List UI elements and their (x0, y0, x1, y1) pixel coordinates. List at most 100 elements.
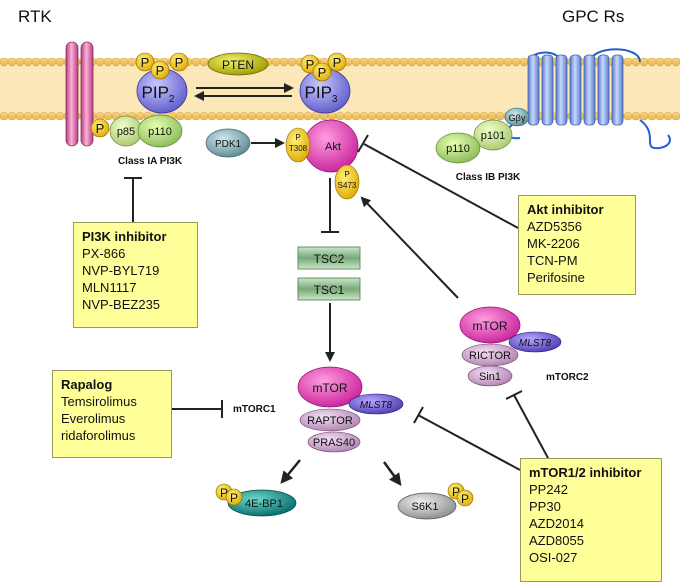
lipid-head (0, 57, 9, 67)
akt-inhibition-line (363, 143, 519, 229)
lipid-head (487, 57, 497, 67)
pip3-phospho-3: P (333, 55, 342, 70)
s6k1-phospho-2: P (461, 492, 469, 506)
rapalog-item: Temsirolimus (61, 394, 137, 409)
lipid-head (431, 111, 441, 121)
mtor-inhibitor-to-mtorc1-line (417, 414, 521, 471)
svg-text:PIP3: PIP3 (305, 83, 338, 105)
mtor-inhibitor-title: mTOR1/2 inhibitor (529, 465, 642, 480)
akt-inhibitor-item: MK-2206 (527, 236, 580, 251)
lipid-head (47, 111, 57, 121)
sin1-label: Sin1 (479, 371, 501, 383)
lipid-head (199, 57, 209, 67)
pip2-phospho-3: P (175, 55, 184, 70)
akt-inhibitor-title: Akt inhibitor (527, 202, 604, 217)
p101-label: p101 (481, 130, 505, 142)
lipid-head (407, 111, 417, 121)
rapalog-box: Rapalog Temsirolimus Everolimus ridaforo… (52, 370, 172, 458)
lipid-head (7, 111, 17, 121)
lipid-head (175, 111, 185, 121)
lipid-head (359, 57, 369, 67)
lipid-head (287, 111, 297, 121)
pi3k-inhibitor-item: NVP-BYL719 (82, 263, 160, 278)
pip2-phospho-1: P (141, 55, 150, 70)
pi3k-inhibitor-title: PI3K inhibitor (82, 229, 167, 244)
mtor-inhibitor-item: OSI-027 (529, 550, 578, 565)
lipid-head (15, 57, 25, 67)
lipid-head (431, 57, 441, 67)
s6k1-label: S6K1 (412, 501, 439, 513)
akt-node: Akt P T308 P S473 (285, 119, 360, 200)
lipid-head (655, 57, 665, 67)
rtk-receptor (65, 41, 94, 147)
lipid-head (655, 111, 665, 121)
rapalog-item: Everolimus (61, 411, 126, 426)
lipid-head (623, 111, 633, 121)
lipid-head (671, 111, 680, 121)
class-ia-label: Class IA PI3K (118, 156, 183, 167)
lipid-head (415, 111, 425, 121)
lipid-head (647, 57, 657, 67)
lipid-head (423, 57, 433, 67)
lipid-head (351, 111, 361, 121)
lipid-head (207, 111, 217, 121)
mtorc1-label: mTORC1 (233, 404, 276, 415)
lipid-head (471, 111, 481, 121)
lipid-head (359, 111, 369, 121)
lipid-head (375, 57, 385, 67)
lipid-head (391, 111, 401, 121)
pras40-label: PRAS40 (313, 437, 355, 449)
lipid-head (327, 111, 337, 121)
lipid-head (495, 57, 505, 67)
lipid-head (663, 111, 673, 121)
mtorc2-label: mTORC2 (546, 372, 589, 383)
lipid-head (239, 111, 249, 121)
lipid-head (495, 111, 505, 121)
lipid-head (127, 57, 137, 67)
lipid-head (23, 111, 33, 121)
lipid-head (47, 57, 57, 67)
mtor-inhibitor-item: PP242 (529, 482, 569, 497)
rapalog-item: ridaforolimus (61, 428, 136, 443)
lipid-head (279, 111, 289, 121)
lipid-head (631, 111, 641, 121)
lipid-head (439, 111, 449, 121)
lipid-head (303, 111, 313, 121)
lipid-head (183, 111, 193, 121)
mtorc1-to-4ebp1-arrow (280, 459, 301, 484)
lipid-head (215, 111, 225, 121)
pip2-phospho-group: P P P (135, 52, 189, 80)
lipid-head (103, 111, 113, 121)
lipid-head (383, 111, 393, 121)
lipid-head (479, 111, 489, 121)
akt-inhibitor-item: TCN-PM (527, 253, 578, 268)
lipid-head (0, 111, 9, 121)
lipid-head (39, 57, 49, 67)
pip3-phospho-1: P (306, 57, 315, 72)
lipid-head (671, 57, 680, 67)
class-ib-label: Class IB PI3K (456, 172, 521, 183)
pip3-phospho-group: P P P (300, 52, 347, 82)
lipid-head (271, 111, 281, 121)
rtk-phospho: P (96, 121, 105, 136)
s6k1-phospho-1: P (452, 485, 460, 499)
lipid-head (511, 57, 521, 67)
lipid-head (471, 57, 481, 67)
lipid-head (463, 57, 473, 67)
lipid-head (287, 57, 297, 67)
mtorc2-mtor-label: mTOR (472, 319, 507, 333)
lipid-head (31, 57, 41, 67)
pip3-subscript: 3 (332, 94, 338, 105)
t308-label: T308 (289, 144, 308, 153)
mtor-inhibitor-item: AZD2014 (529, 516, 584, 531)
lipid-head (503, 57, 513, 67)
lipid-head (647, 111, 657, 121)
pip3-phospho-2: P (318, 65, 327, 80)
lipid-head (15, 111, 25, 121)
lipid-head (639, 57, 649, 67)
lipid-head (95, 57, 105, 67)
4ebp1-phospho-2: P (230, 491, 238, 505)
lipid-head (199, 111, 209, 121)
mtorc1-complex: mTOR MLST8 RAPTOR PRAS40 (297, 366, 404, 453)
